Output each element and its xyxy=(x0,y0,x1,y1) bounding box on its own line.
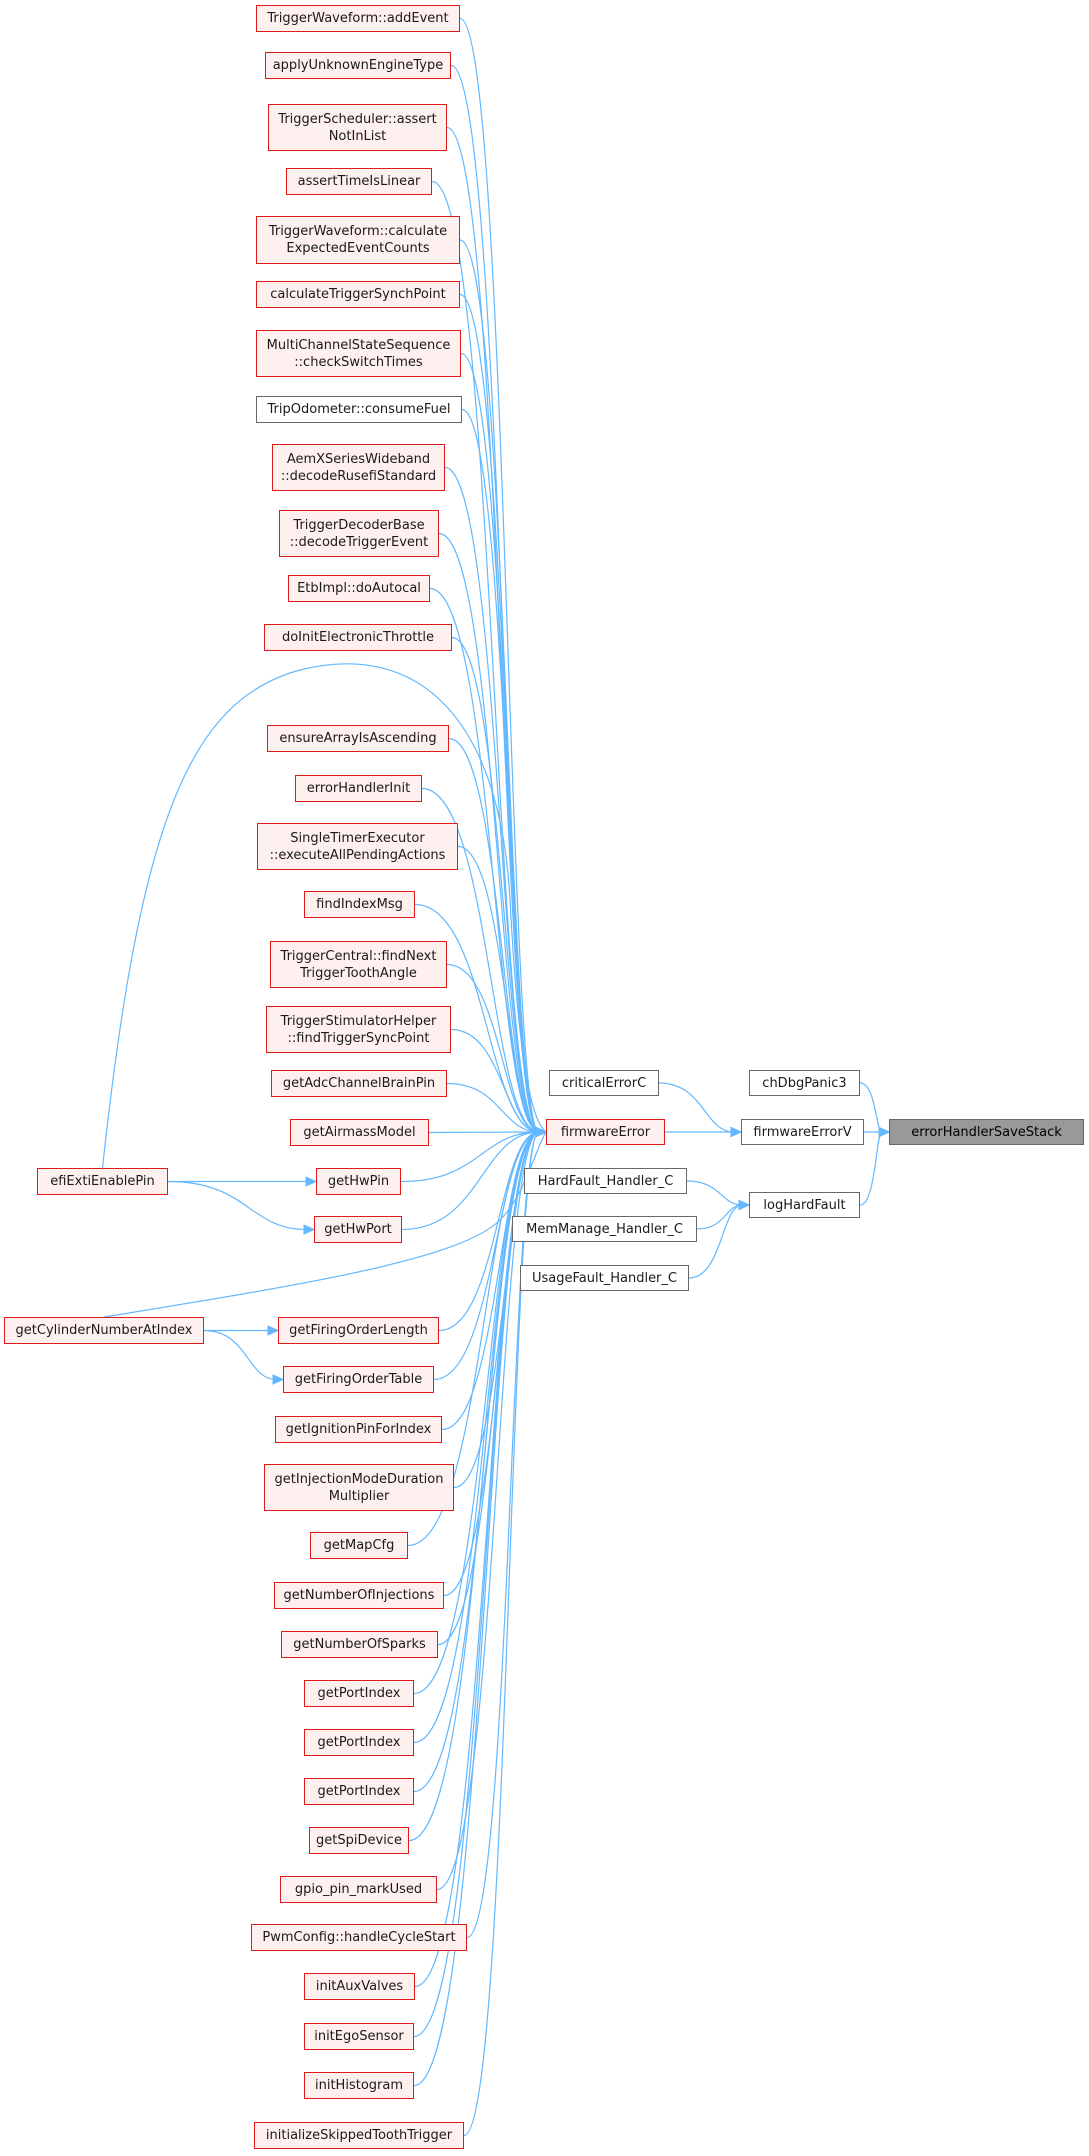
edge-c11-to-firmwareError xyxy=(451,636,540,1133)
node-TriggerStimulatorHelper-findTriggerSyncPoint[interactable]: TriggerStimulatorHelper ::findTriggerSyn… xyxy=(266,1006,451,1053)
node-AemXSeriesWideband-decodeRusefiStandard[interactable]: AemXSeriesWideband ::decodeRusefiStandar… xyxy=(272,444,445,491)
node-getPortIndex[interactable]: getPortIndex xyxy=(304,1778,414,1805)
node-root-errorHandlerSaveStack: errorHandlerSaveStack xyxy=(889,1119,1084,1145)
node-getInjectionModeDuration-Multiplier[interactable]: getInjectionModeDuration Multiplier xyxy=(264,1464,454,1511)
node-calculateTriggerSynchPoint[interactable]: calculateTriggerSynchPoint xyxy=(256,281,460,308)
node-EtbImpl-doAutocal[interactable]: EtbImpl::doAutocal xyxy=(288,575,430,602)
node-chDbgPanic3[interactable]: chDbgPanic3 xyxy=(749,1070,860,1096)
node-SingleTimerExecutor-executeAllPendingActions[interactable]: SingleTimerExecutor ::executeAllPendingA… xyxy=(257,823,458,870)
edge-c8-to-firmwareError xyxy=(444,466,540,1133)
node-errorHandlerInit[interactable]: errorHandlerInit xyxy=(295,775,422,802)
edge-criticalErrorC-to-firmwareErrorV xyxy=(658,1082,735,1133)
edge-c35-to-firmwareError xyxy=(414,1131,540,1988)
node-assertTimeIsLinear[interactable]: assertTimeIsLinear xyxy=(286,168,432,195)
node-getPortIndex[interactable]: getPortIndex xyxy=(304,1680,414,1707)
edge-c37-to-firmwareError xyxy=(413,1131,540,2087)
node-getMapCfg[interactable]: getMapCfg xyxy=(310,1532,408,1559)
node-getFiringOrderTable[interactable]: getFiringOrderTable xyxy=(283,1366,434,1393)
edge-c30-to-firmwareError xyxy=(413,1131,540,1744)
node-TriggerWaveform-addEvent[interactable]: TriggerWaveform::addEvent xyxy=(256,5,460,32)
node-ensureArrayIsAscending[interactable]: ensureArrayIsAscending xyxy=(267,725,449,752)
arrowhead-getCyl-to-c23 xyxy=(272,1374,285,1385)
node-getNumberOfInjections[interactable]: getNumberOfInjections xyxy=(274,1582,444,1609)
node-PwmConfig-handleCycleStart[interactable]: PwmConfig::handleCycleStart xyxy=(251,1924,467,1951)
node-MultiChannelStateSequence-checkSwitchTimes[interactable]: MultiChannelStateSequence ::checkSwitchT… xyxy=(256,330,461,377)
node-initAuxValves[interactable]: initAuxValves xyxy=(304,1973,415,2000)
node-TriggerDecoderBase-decodeTriggerEvent[interactable]: TriggerDecoderBase ::decodeTriggerEvent xyxy=(279,510,439,557)
edge-c3-to-firmwareError xyxy=(431,180,540,1133)
node-getAdcChannelBrainPin[interactable]: getAdcChannelBrainPin xyxy=(271,1070,447,1097)
node-initializeSkippedToothTrigger[interactable]: initializeSkippedToothTrigger xyxy=(254,2122,464,2149)
node-TripOdometer-consumeFuel[interactable]: TripOdometer::consumeFuel xyxy=(256,396,462,423)
node-logHardFault[interactable]: logHardFault xyxy=(749,1192,860,1218)
arrowhead-getCyl-to-c22 xyxy=(267,1325,280,1336)
arrowhead-logHardFault-to-root xyxy=(878,1126,891,1138)
arrowhead-efiExti-to-c20 xyxy=(305,1176,318,1187)
node-applyUnknownEngineType[interactable]: applyUnknownEngineType xyxy=(265,52,451,79)
edge-HardFault-to-logHardFault xyxy=(686,1180,743,1206)
arrowhead-c38-to-firmwareError xyxy=(535,1126,548,1138)
arrowhead-UsageFault-to-logHardFault xyxy=(738,1199,751,1211)
node-gpio_pin_markUsed[interactable]: gpio_pin_markUsed xyxy=(280,1876,437,1903)
node-getHwPin[interactable]: getHwPin xyxy=(316,1168,401,1195)
node-efiExtiEnablePin[interactable]: efiExtiEnablePin xyxy=(37,1168,168,1195)
node-getCylinderNumberAtIndex[interactable]: getCylinderNumberAtIndex xyxy=(4,1317,204,1344)
node-TriggerScheduler-assert-NotInList[interactable]: TriggerScheduler::assert NotInList xyxy=(268,104,447,151)
edge-c9-to-firmwareError xyxy=(438,532,540,1133)
arrowhead-firmwareError-to-firmwareErrorV xyxy=(730,1126,743,1138)
edge-UsageFault-to-logHardFault xyxy=(688,1204,743,1279)
node-initHistogram[interactable]: initHistogram xyxy=(304,2072,414,2099)
node-getIgnitionPinForIndex[interactable]: getIgnitionPinForIndex xyxy=(275,1416,442,1443)
edge-getCyl-to-c23 xyxy=(203,1329,277,1381)
edge-c32-to-firmwareError xyxy=(408,1131,540,1842)
node-firmwareError[interactable]: firmwareError xyxy=(546,1119,665,1145)
edge-c16-to-firmwareError xyxy=(446,963,540,1133)
node-doInitElectronicThrottle[interactable]: doInitElectronicThrottle xyxy=(264,624,452,651)
node-TriggerCentral-findNext-TriggerToothAngle[interactable]: TriggerCentral::findNext TriggerToothAng… xyxy=(270,941,447,988)
arrowhead-efiExti-to-c21 xyxy=(303,1224,316,1235)
edge-c17-to-firmwareError xyxy=(450,1028,540,1133)
node-getNumberOfSparks[interactable]: getNumberOfSparks xyxy=(281,1631,438,1658)
node-initEgoSensor[interactable]: initEgoSensor xyxy=(304,2023,414,2050)
edge-c1-to-firmwareError xyxy=(450,64,540,1133)
edge-c26-to-firmwareError xyxy=(407,1131,540,1547)
edge-c29-to-firmwareError xyxy=(413,1131,540,1695)
node-getHwPort[interactable]: getHwPort xyxy=(314,1216,402,1243)
edge-c4-to-firmwareError xyxy=(459,239,540,1133)
node-UsageFault_Handler_C[interactable]: UsageFault_Handler_C xyxy=(520,1265,689,1291)
node-HardFault_Handler_C[interactable]: HardFault_Handler_C xyxy=(524,1168,687,1194)
node-firmwareErrorV[interactable]: firmwareErrorV xyxy=(741,1119,864,1145)
edge-c13-to-firmwareError xyxy=(421,787,540,1133)
edge-efiExti-to-c21 xyxy=(167,1180,308,1231)
node-criticalErrorC[interactable]: criticalErrorC xyxy=(549,1070,659,1096)
node-getSpiDevice[interactable]: getSpiDevice xyxy=(309,1827,409,1854)
node-TriggerWaveform-calculate-ExpectedEventCounts[interactable]: TriggerWaveform::calculate ExpectedEvent… xyxy=(256,216,460,264)
edge-c14-to-firmwareError xyxy=(457,845,540,1133)
edge-c7-to-firmwareError xyxy=(461,408,540,1133)
node-getPortIndex[interactable]: getPortIndex xyxy=(304,1729,414,1756)
node-getAirmassModel[interactable]: getAirmassModel xyxy=(290,1119,429,1146)
edge-c21-to-firmwareError xyxy=(401,1131,540,1231)
node-getFiringOrderLength[interactable]: getFiringOrderLength xyxy=(278,1317,439,1344)
edge-c20-to-firmwareError xyxy=(400,1131,540,1183)
edge-efiExti-to-firmwareError xyxy=(101,663,547,1169)
edge-c19-to-firmwareError xyxy=(428,1131,540,1134)
edge-c18-to-firmwareError xyxy=(446,1082,540,1133)
node-MemManage_Handler_C[interactable]: MemManage_Handler_C xyxy=(512,1216,697,1242)
edge-c33-to-firmwareError xyxy=(436,1131,540,1891)
node-findIndexMsg[interactable]: findIndexMsg xyxy=(304,891,415,918)
edge-c0-to-firmwareError xyxy=(459,17,540,1133)
